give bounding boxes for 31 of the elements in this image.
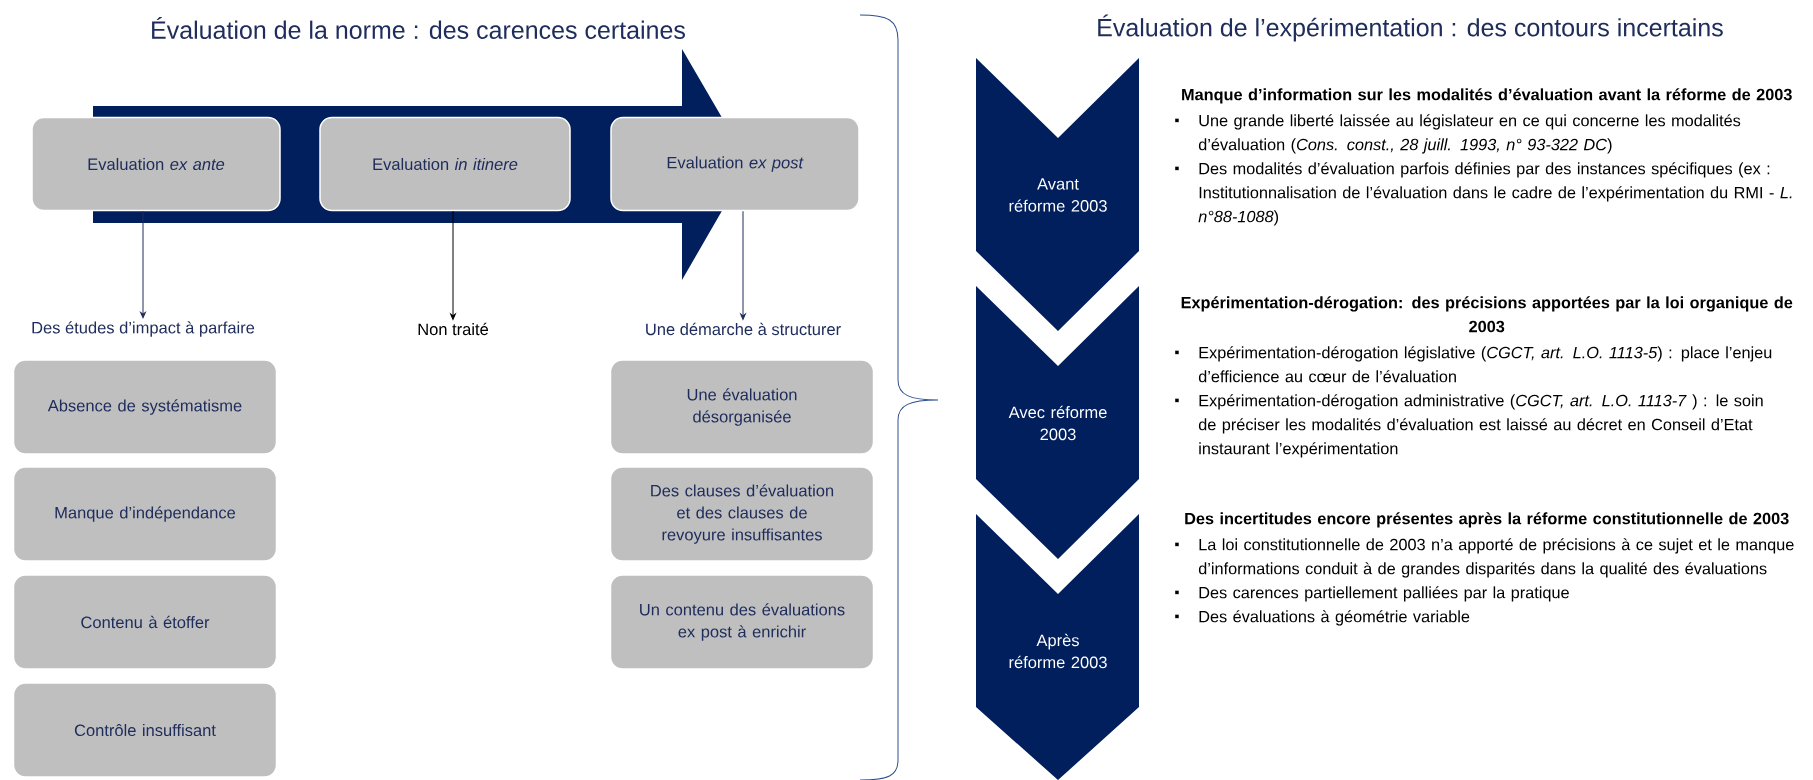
bold-heading: Des incertitudes encore présentes après la réforme constitutionnelle de 2003 bbox=[1185, 512, 1789, 528]
bullet-item: La loi constitutionnelle de 2003 n’a apporté de précisions à ce sujet et le manque d’informations conduit à de grandes disparités dans la qualité des évaluations bbox=[1198, 538, 1794, 578]
caption-text: Une démarche à structurer bbox=[646, 322, 841, 336]
node-label: Avant réforme 2003 bbox=[1009, 178, 1107, 212]
rounded-box: Evaluation ex ante bbox=[31, 116, 281, 212]
bullet-item: Des évaluations à géométrie variable bbox=[1199, 610, 1470, 626]
rounded-box: Evaluation ex post bbox=[610, 116, 860, 212]
node-label: Avec réforme 2003 bbox=[1008, 405, 1107, 441]
node-label: Après réforme 2003 bbox=[1009, 633, 1107, 669]
rounded-box: Absence de systématisme bbox=[12, 359, 278, 455]
bullet-item: Des modalités d’évaluation parfois définies par des instances spécifiques (ex : Institutionnalisation de l’évaluation dans le cadre de l’expérimentation du RMI - L. n°88-1088) bbox=[1198, 162, 1792, 226]
arrow bbox=[740, 210, 746, 320]
bullet-item: Expérimentation-dérogation législative (CGCT, art. L.O. 1113-5) : place l’enjeu d’efficience au cœur de l’évaluation bbox=[1198, 346, 1772, 383]
rounded-box: Une évaluation désorganisée bbox=[609, 359, 875, 455]
rounded-box: Un contenu des évaluations ex post à enrichir bbox=[609, 574, 875, 670]
rounded-box: Contenu à étoffer bbox=[12, 574, 278, 670]
heading: Évaluation de l’expérimentation : des contours incertains bbox=[1098, 14, 1723, 42]
bullet-item: Expérimentation-dérogation administrative (CGCT, art. L.O. 1113-7 ) : le soin de préciser les modalités d’évaluation est laissé au décret en Conseil d’Etat instaurant l’expérimentation bbox=[1198, 394, 1763, 458]
rounded-box: Des clauses d’évaluation et des clauses de revoyure insuffisantes bbox=[609, 466, 875, 562]
rounded-box: Contrôle insuffisant bbox=[12, 682, 278, 778]
rounded-box: Evaluation in itinere bbox=[319, 116, 571, 212]
bold-heading: Manque d’information sur les modalités d’évaluation avant la réforme de 2003 bbox=[1182, 88, 1792, 104]
caption-text: Non traité bbox=[418, 322, 488, 336]
rounded-box: Manque d’indépendance bbox=[12, 466, 278, 562]
arrow bbox=[140, 210, 146, 319]
bold-heading: Expérimentation-dérogation: des précisions apportées par la loi organique de 2003 bbox=[1181, 296, 1793, 333]
arrow bbox=[450, 210, 456, 320]
caption-text: Des études d’impact à parfaire bbox=[32, 321, 255, 337]
bullet-item: Une grande liberté laissée au législateur en ce qui concerne les modalités d’évaluation (Cons. const., 28 juill. 1993, n° 93-322 DC) bbox=[1198, 114, 1741, 154]
bullet-item: Des carences partiellement palliées par la pratique bbox=[1199, 586, 1569, 602]
heading: Évaluation de la norme : des carences certaines bbox=[152, 17, 685, 39]
